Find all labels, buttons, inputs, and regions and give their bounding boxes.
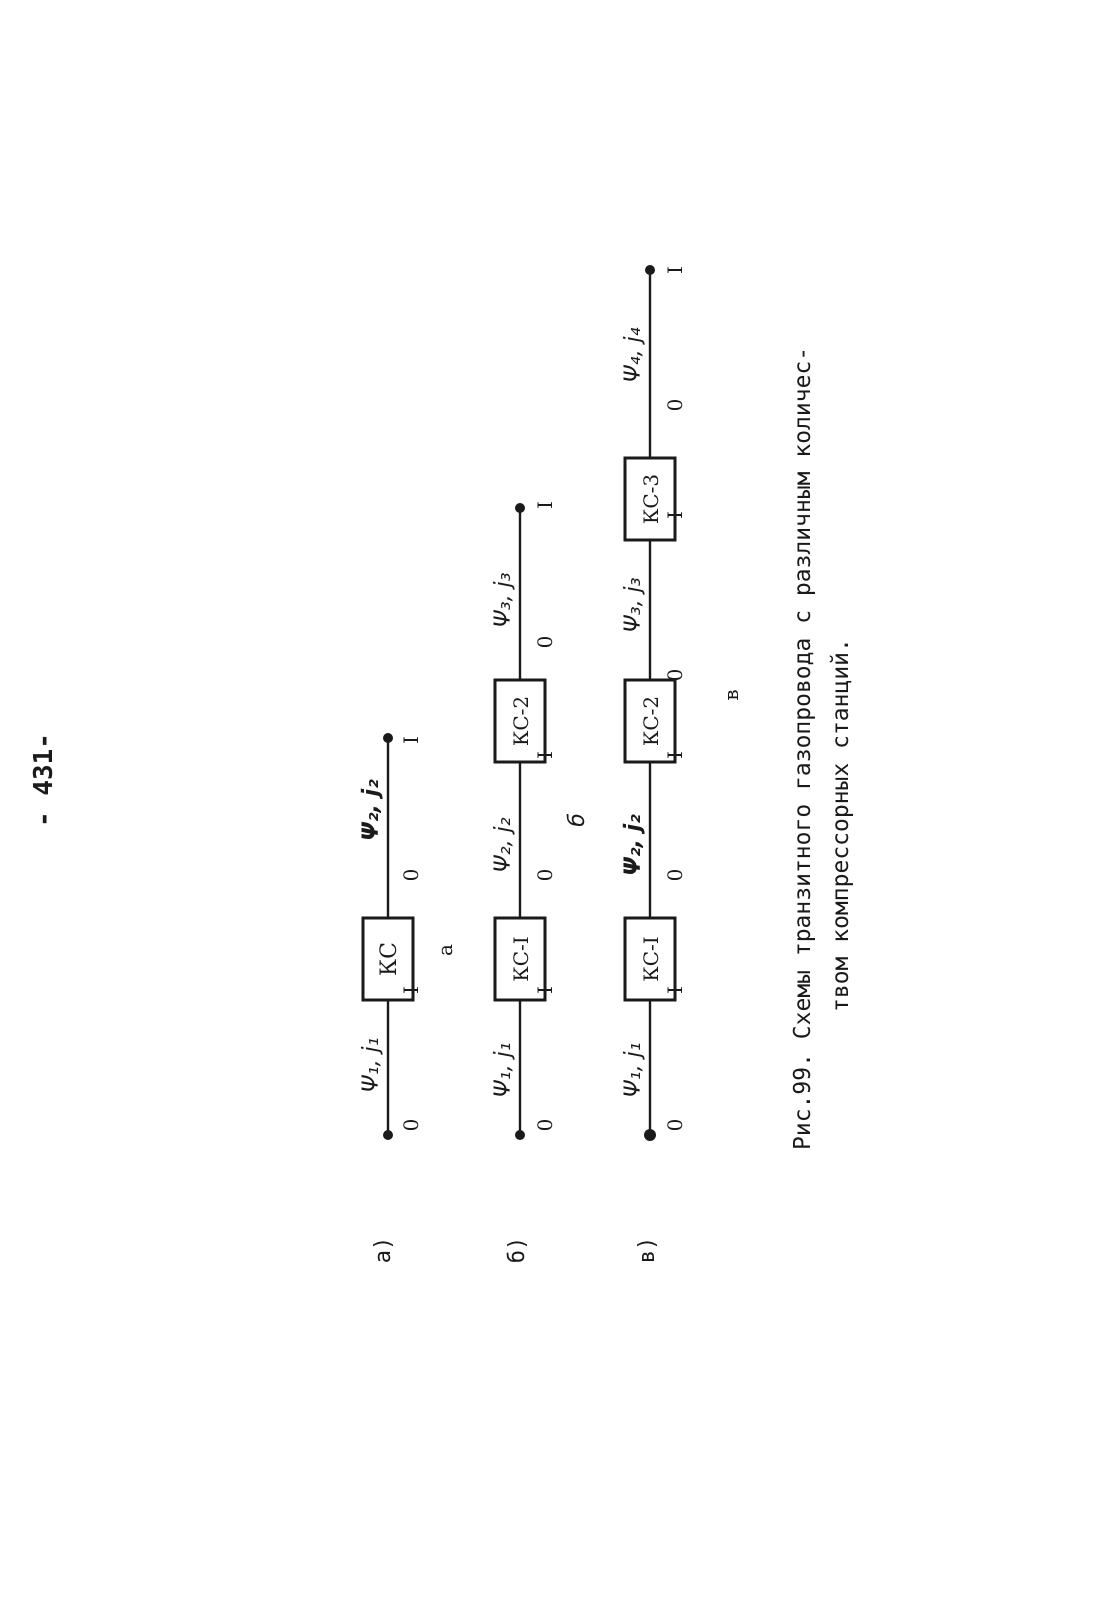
compressor-station-ks-2-c: [623, 678, 677, 764]
sublabel-a: а: [433, 944, 457, 956]
node-start-b: [515, 1130, 525, 1140]
segment-label-c-4: Ψ₄, j̇₄: [621, 327, 646, 382]
station-in-label-a: I: [399, 986, 423, 994]
station-in-label-c-1: I: [663, 986, 687, 994]
figure-caption-line-1: Рис.99. Схемы транзитного газопровода с …: [790, 347, 816, 1150]
segment-label-a-1: Ψ₁, j̇₁: [359, 1037, 384, 1092]
station-label-ks-1-c: КС-I: [639, 936, 663, 981]
node-start-label-a: 0: [399, 1119, 423, 1132]
node-start-label-b: 0: [533, 1119, 557, 1132]
sublabel-b: б: [565, 813, 590, 827]
compressor-station-ks-2-b: [493, 678, 547, 764]
node-end-label-b: I: [533, 501, 557, 509]
station-out-label-c-2: 0: [663, 669, 687, 682]
row-label-a: а): [371, 1237, 396, 1264]
node-start-a: [383, 1130, 393, 1140]
segment-label-b-3: Ψ₃, j̇₃: [491, 572, 516, 627]
row-b: б) КС-I КС-2 0 I 0 I 0 I Ψ₁, j̇₁ Ψ₂, j̇₂…: [491, 501, 590, 1263]
row-c: в) КС-I КС-2 КС-3 0 I 0 I 0 I 0 I Ψ₁, j̇…: [621, 265, 743, 1263]
node-start-label-c: 0: [663, 1119, 687, 1132]
station-out-label-b-2: 0: [533, 636, 557, 649]
row-label-c: в): [635, 1237, 660, 1264]
station-label-ks-2-c: КС-2: [639, 696, 663, 746]
station-in-label-c-3: I: [663, 511, 687, 519]
station-in-label-b-2: I: [533, 751, 557, 759]
segment-label-c-3: Ψ₃, j̇₃: [621, 577, 646, 632]
segment-label-a-2: Ψ₂, j̇₂: [359, 779, 384, 841]
segment-label-b-2: Ψ₂, j̇₂: [491, 817, 516, 872]
station-label-ks-1-b: КС-I: [509, 936, 533, 981]
station-out-label-c-3: 0: [663, 399, 687, 412]
station-in-label-b-1: I: [533, 986, 557, 994]
segment-label-b-1: Ψ₁, j̇₁: [491, 1042, 516, 1097]
compressor-station-ks-1-b: [493, 916, 547, 1002]
segment-label-c-2: Ψ₂, j̇₂: [621, 814, 646, 876]
station-out-label-a: 0: [399, 869, 423, 882]
compressor-station-ks-3-c: [623, 456, 677, 542]
station-label-ks-2-b: КС-2: [509, 696, 533, 746]
node-end-a: [383, 733, 393, 743]
compressor-station-ks-1-c: [623, 916, 677, 1002]
compressor-station-ks: [361, 916, 415, 1002]
node-start-c: [644, 1129, 656, 1141]
sublabel-c: в: [719, 689, 743, 700]
station-out-label-c-1: 0: [663, 869, 687, 882]
page-number: - 431-: [29, 733, 59, 827]
station-label-ks-3-c: КС-3: [639, 474, 663, 524]
node-end-b: [515, 503, 525, 513]
figure-caption-line-2: твом компрессорных станций.: [828, 638, 854, 1012]
node-end-c: [645, 265, 655, 275]
segment-label-c-1: Ψ₁, j̇₁: [621, 1042, 646, 1097]
node-end-label-a: I: [399, 736, 423, 744]
row-a: а) КС 0 I 0 I Ψ₁, j̇₁ Ψ₂, j̇₂ а: [359, 733, 457, 1263]
row-label-b: б): [505, 1237, 530, 1264]
node-end-label-c: I: [663, 266, 687, 274]
station-out-label-b-1: 0: [533, 869, 557, 882]
station-in-label-c-2: I: [663, 751, 687, 759]
station-label-ks: КС: [377, 942, 402, 976]
